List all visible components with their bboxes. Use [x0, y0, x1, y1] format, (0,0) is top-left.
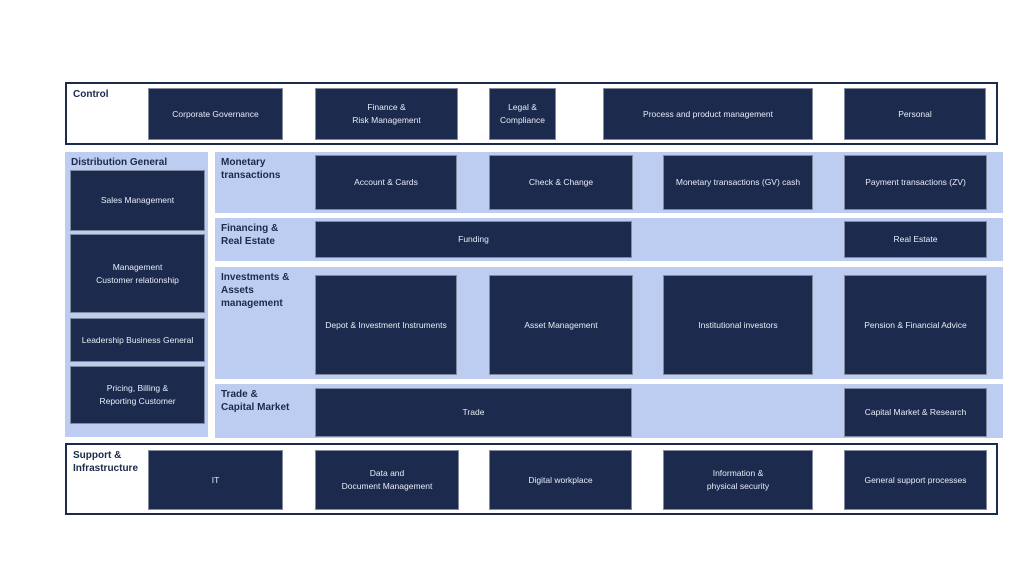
box-real-estate: Real Estate — [844, 221, 987, 258]
box-asset-management: Asset Management — [489, 275, 633, 375]
monetary-transactions-label: Monetary transactions — [221, 157, 281, 181]
box-general-support-processes: General support processes — [844, 450, 987, 510]
box-it: IT — [148, 450, 283, 510]
box-sales-management: Sales Management — [70, 170, 205, 231]
box-monetary-transactions-gv-cash: Monetary transactions (GV) cash — [663, 155, 813, 210]
box-check-change: Check & Change — [489, 155, 633, 210]
box-leadership-business-general: Leadership Business General — [70, 318, 205, 362]
investments-assets-label: Investments & Assets management — [221, 272, 290, 309]
box-legal-compliance: Legal & Compliance — [489, 88, 556, 140]
box-account-cards: Account & Cards — [315, 155, 457, 210]
box-depot-investment-instruments: Depot & Investment Instruments — [315, 275, 457, 375]
box-management-customer-relationship: Management Customer relationship — [70, 234, 205, 313]
box-institutional-investors: Institutional investors — [663, 275, 813, 375]
support-infrastructure-label: Support & Infrastructure — [73, 450, 139, 474]
box-process-product-management: Process and product management — [603, 88, 813, 140]
box-data-document-management: Data and Document Management — [315, 450, 459, 510]
trade-capital-market-label: Trade & Capital Market — [221, 389, 290, 413]
box-digital-workplace: Digital workplace — [489, 450, 632, 510]
box-information-physical-security: Information & physical security — [663, 450, 813, 510]
box-pension-financial-advice: Pension & Financial Advice — [844, 275, 987, 375]
box-personal: Personal — [844, 88, 986, 140]
financing-real-estate-label: Financing & Real Estate — [221, 223, 279, 247]
box-corporate-governance: Corporate Governance — [148, 88, 283, 140]
box-payment-transactions-zv: Payment transactions (ZV) — [844, 155, 987, 210]
box-funding: Funding — [315, 221, 632, 258]
box-capital-market-research: Capital Market & Research — [844, 388, 987, 437]
box-trade: Trade — [315, 388, 632, 437]
box-finance-risk-management: Finance & Risk Management — [315, 88, 458, 140]
distribution-general-label: Distribution General — [71, 157, 168, 168]
control-band-label: Control — [73, 89, 109, 100]
box-pricing-billing-reporting: Pricing, Billing & Reporting Customer — [70, 366, 205, 424]
